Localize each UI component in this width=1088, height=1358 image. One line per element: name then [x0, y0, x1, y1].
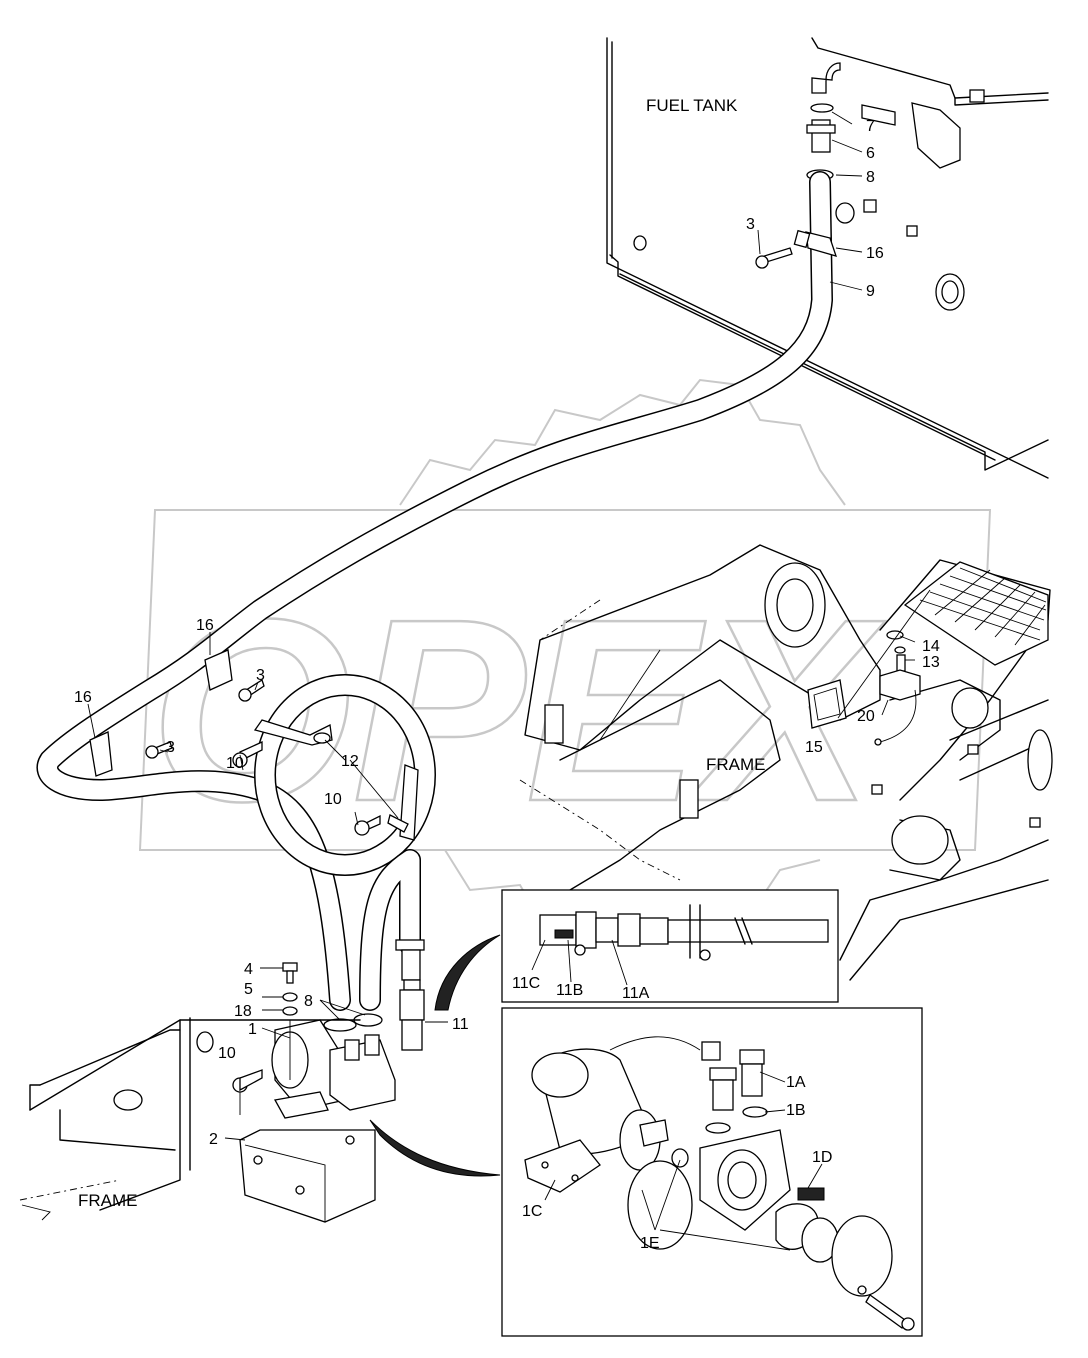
fitting-11 [395, 939, 425, 1051]
callout-16: 16 [196, 617, 214, 634]
callout-10: 10 [226, 755, 244, 772]
callout-9: 9 [866, 283, 875, 300]
callout-10: 10 [218, 1045, 236, 1062]
callout-11b: 11B [556, 982, 583, 999]
callout-5: 5 [244, 981, 253, 998]
leader-lines [87, 111, 931, 1231]
callout-1c: 1C [522, 1203, 542, 1220]
callout-14: 14 [922, 638, 940, 655]
callout-1e: 1E [640, 1235, 660, 1252]
inset-pump-exploded [501, 1007, 923, 1337]
callout-11a: 11A [622, 985, 650, 1002]
callout-3: 3 [746, 216, 755, 233]
callout-7: 7 [866, 118, 875, 135]
inset-box-11 [501, 889, 839, 1003]
bolts-3 [145, 247, 793, 759]
callout-13: 13 [922, 654, 940, 671]
fuel-tank-label: FUEL TANK [646, 96, 738, 115]
callout-20: 20 [857, 708, 875, 725]
frame-left-label: FRAME [78, 1191, 138, 1210]
callout-1a: 1A [786, 1074, 806, 1091]
callout-3: 3 [166, 739, 175, 756]
tank-fittings [806, 62, 841, 181]
text-labels: FUEL TANK FRAME FRAME 7 6 8 16 9 3 16 3 … [74, 96, 940, 1252]
callout-6: 6 [866, 145, 875, 162]
grille-holes [919, 567, 1047, 646]
fuel-hose-main [36, 171, 833, 1011]
callout-11: 11 [452, 1016, 469, 1033]
callout-10: 10 [324, 791, 342, 808]
coil-brackets [232, 719, 419, 841]
frame-left [19, 1017, 361, 1221]
callout-15: 15 [805, 739, 823, 756]
callout-12: 12 [341, 753, 359, 770]
inset-fitting-detail [434, 889, 839, 1011]
callout-8: 8 [304, 993, 313, 1010]
hose-clamps [89, 229, 838, 777]
pump-assembly [232, 962, 501, 1223]
callout-11c: 11C [512, 975, 540, 992]
callout-16: 16 [74, 689, 92, 706]
callout-4: 4 [244, 961, 253, 978]
callout-1d: 1D [812, 1149, 832, 1166]
frame-right-label: FRAME [706, 755, 766, 774]
callout-16: 16 [866, 245, 884, 262]
callout-18: 18 [234, 1003, 252, 1020]
watermark-logo: OPEX [138, 378, 992, 952]
callout-1: 1 [248, 1021, 257, 1038]
callout-3: 3 [256, 667, 265, 684]
callout-1b: 1B [786, 1102, 806, 1119]
callout-8: 8 [866, 169, 875, 186]
switch-assembly [599, 630, 921, 746]
callout-2: 2 [209, 1131, 218, 1148]
